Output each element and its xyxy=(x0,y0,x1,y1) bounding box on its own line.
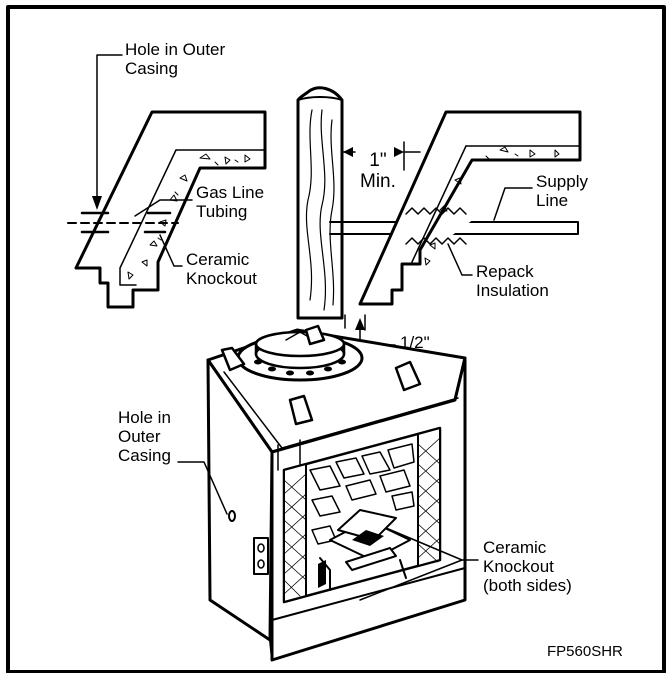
label-hole-outer-casing-side: Hole in Outer Casing xyxy=(118,408,171,465)
label-ceramic-knockout-both: Ceramic Knockout (both sides) xyxy=(483,538,572,595)
label-ceramic-knockout-top: Ceramic Knockout xyxy=(186,250,257,288)
dim-half-ticks xyxy=(344,314,366,331)
figure-border xyxy=(6,5,666,673)
label-clearance-min: 1" Min. xyxy=(360,150,396,192)
label-hole-outer-casing-top: Hole in Outer Casing xyxy=(125,40,226,78)
fireplace-unit xyxy=(206,324,467,662)
label-gas-line-tubing: Gas Line Tubing xyxy=(196,183,265,221)
leader-hole-top xyxy=(96,54,123,204)
wood-stud xyxy=(296,86,344,320)
label-repack-insulation: Repack Insulation xyxy=(476,262,549,300)
leader-hole-side xyxy=(177,461,228,515)
right-casing-section xyxy=(358,110,582,306)
leader-ceramic-top xyxy=(159,234,183,267)
leader-gas-line xyxy=(134,199,193,217)
right-insulation-texture xyxy=(424,146,560,266)
arrow-hole-top xyxy=(92,196,102,210)
leader-supply-line xyxy=(493,187,533,221)
figure-code: FP560SHR xyxy=(547,643,623,660)
label-supply-line: Supply Line xyxy=(536,172,588,210)
ceramic-knockout-gap xyxy=(143,211,172,234)
leader-ceramic-both-2 xyxy=(359,559,463,601)
repack-insulation-hatch xyxy=(405,207,467,245)
label-half-inch: 1/2" xyxy=(400,333,430,352)
left-casing-section xyxy=(74,110,267,309)
leader-repack xyxy=(447,243,473,276)
dim-half-arrow xyxy=(355,318,365,330)
